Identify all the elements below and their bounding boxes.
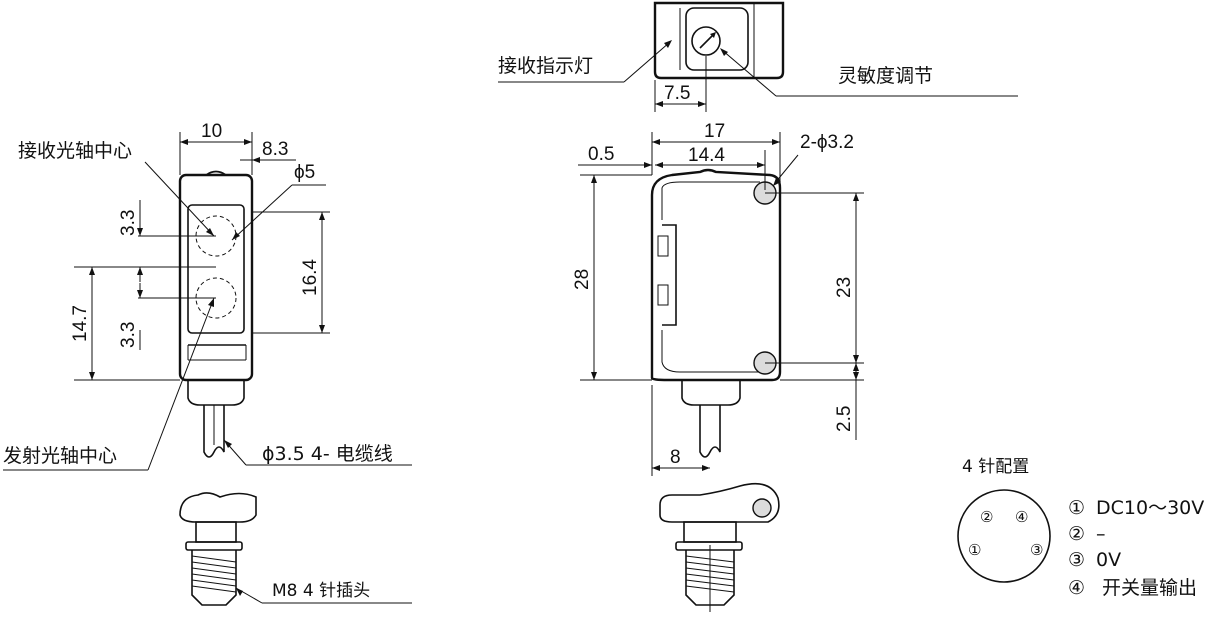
front-body-outline: [178, 173, 254, 382]
emitter-axis-label: 发射光轴中心: [3, 445, 117, 467]
dim-3-3-bottom: 3.3: [118, 322, 139, 348]
side-view: 17 14.4 0.5 2-ϕ3.2 28 23 2.5: [572, 121, 864, 612]
pin-legend-num-1: ①: [1068, 497, 1085, 519]
dim-14-7: 14.7: [70, 305, 91, 342]
pin-position-4: ④: [1015, 508, 1028, 526]
pin-legend-text-1: DC10～30V: [1096, 497, 1204, 519]
receiver-axis-label: 接收光轴中心: [18, 140, 132, 162]
dim-8: 8: [670, 447, 681, 468]
dim-28: 28: [572, 269, 593, 290]
connector-label: M8 4 针插头: [272, 581, 370, 601]
pin-configuration: 4 针配置 ② ④ ① ③ ① DC10～30V ② – ③ 0V ④ 开关量输…: [957, 457, 1204, 599]
dim-17: 17: [704, 121, 725, 142]
front-top-bump: [205, 170, 227, 176]
receive-indicator-label: 接收指示灯: [498, 55, 593, 77]
side-connector-head: [659, 482, 780, 523]
top-view-outline: [653, 1, 785, 80]
dim-0-5: 0.5: [588, 144, 614, 165]
dim-16-4: 16.4: [300, 259, 321, 296]
pin-position-2: ②: [980, 508, 993, 526]
top-view: 接收指示灯 灵敏度调节 7.5: [498, 1, 1018, 112]
front-connector-thread: [191, 550, 237, 606]
emitter-lens-circle: [195, 277, 237, 319]
dim-23: 23: [834, 277, 855, 298]
cable-label: ϕ3.5 4- 电缆线: [262, 443, 393, 465]
pin-legend-text-2: –: [1096, 523, 1106, 545]
dim-10: 10: [201, 121, 222, 142]
pin-config-title: 4 针配置: [962, 457, 1029, 477]
dim-7-5: 7.5: [664, 83, 690, 104]
hole-spec-label: 2-ϕ3.2: [800, 132, 854, 153]
dim-14-4: 14.4: [688, 145, 725, 166]
side-cable: [699, 405, 721, 458]
sensitivity-label: 灵敏度调节: [838, 65, 933, 87]
front-cable: [203, 405, 225, 458]
dim-3-3-top: 3.3: [118, 210, 139, 236]
front-cable-boot: [187, 380, 245, 406]
pin-legend-text-4: 开关量输出: [1102, 577, 1197, 599]
pin-legend-text-3: 0V: [1096, 549, 1121, 571]
front-connector-head: [179, 492, 257, 523]
pin-legend-num-4: ④: [1068, 577, 1085, 599]
pin-position-1: ①: [968, 541, 981, 559]
side-body-outline: [650, 168, 782, 382]
sensitivity-knob: [691, 26, 721, 56]
pin-position-3: ③: [1030, 541, 1043, 559]
pin-face-circle: [957, 489, 1051, 583]
dim-2-5: 2.5: [834, 406, 855, 432]
pin-legend-num-2: ②: [1068, 523, 1085, 545]
pin-legend-num-3: ③: [1068, 549, 1085, 571]
front-view: 10 8.3 ϕ5 接收光轴中心 发射光轴中心 3.3 3.3: [3, 121, 412, 606]
pin-legend: ① DC10～30V ② – ③ 0V ④ 开关量输出: [1068, 497, 1204, 599]
phi5-label: ϕ5: [294, 162, 315, 183]
front-lens-window: [187, 204, 245, 334]
dim-8-3: 8.3: [262, 139, 288, 160]
